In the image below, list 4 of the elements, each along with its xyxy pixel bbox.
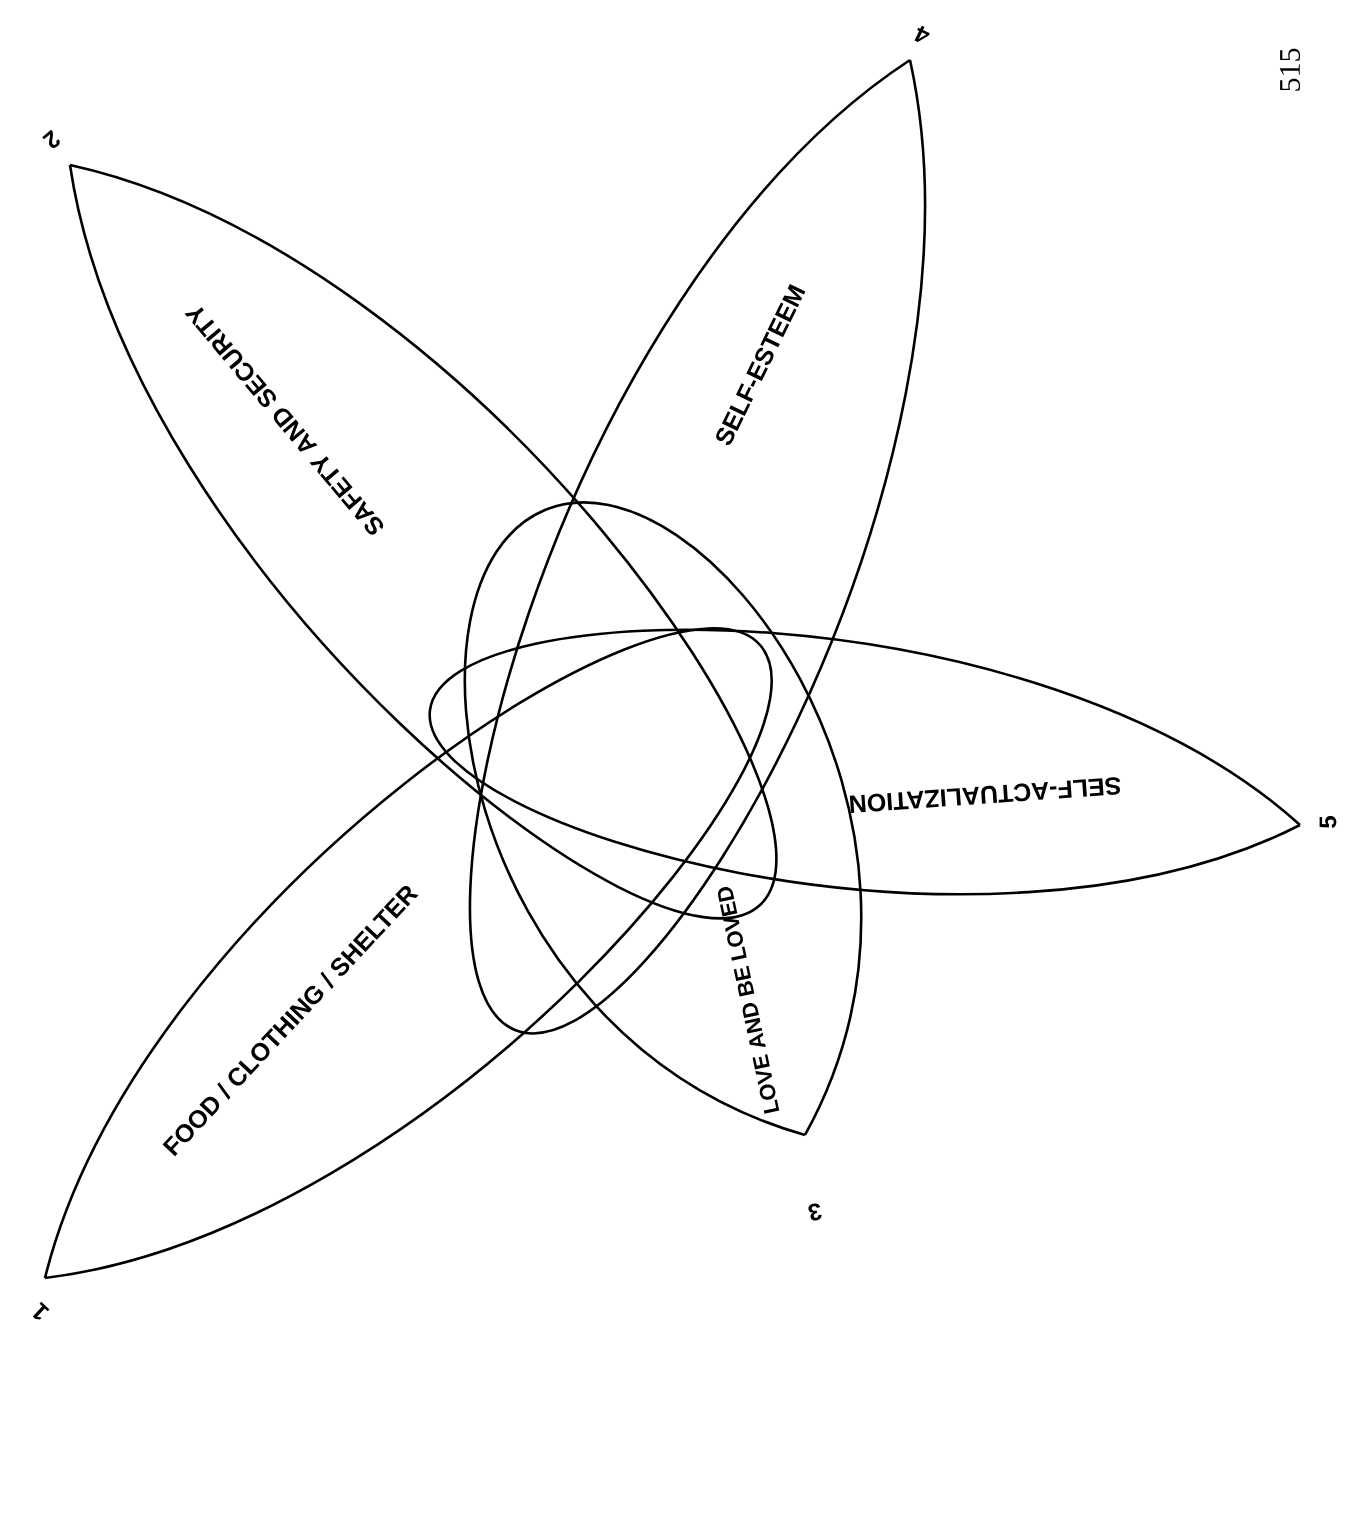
- page-number: 515: [1279, 48, 1301, 91]
- tip-number: 3: [808, 1203, 822, 1221]
- tip-number: 2: [42, 129, 60, 149]
- tip-number: 1: [32, 1301, 50, 1320]
